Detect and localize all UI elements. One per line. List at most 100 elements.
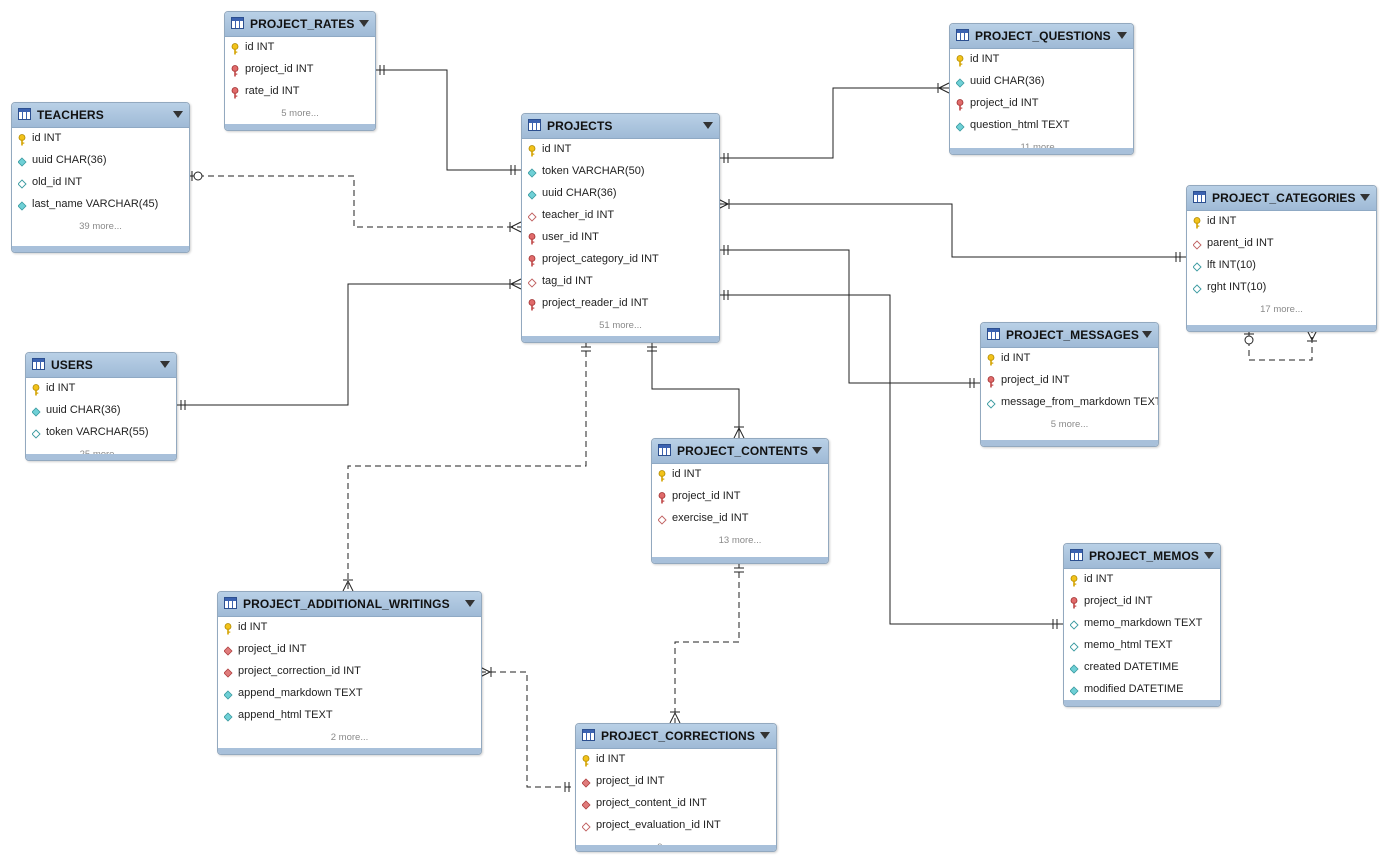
column-row[interactable]: exercise_id INT — [652, 508, 828, 530]
more-columns-link[interactable]: 17 more... — [1260, 304, 1303, 315]
column-row[interactable]: rate_id INT — [225, 81, 375, 103]
collapse-arrow-icon[interactable] — [359, 20, 369, 27]
entity-header[interactable]: PROJECT_ADDITIONAL_WRITINGS — [218, 592, 481, 617]
more-columns-link[interactable]: 39 more... — [79, 221, 122, 232]
column-row[interactable]: user_id INT — [522, 227, 719, 249]
collapse-arrow-icon[interactable] — [1117, 32, 1127, 39]
column-row[interactable]: created DATETIME — [1064, 657, 1220, 679]
collapse-arrow-icon[interactable] — [812, 447, 822, 454]
column-row[interactable]: id INT — [981, 348, 1158, 370]
entity-header[interactable]: USERS — [26, 353, 176, 378]
collapse-arrow-icon[interactable] — [160, 361, 170, 368]
column-row[interactable]: uuid CHAR(36) — [12, 150, 189, 172]
column-row[interactable]: id INT — [1064, 569, 1220, 591]
more-columns-link[interactable]: 13 more... — [718, 535, 762, 546]
column-row[interactable]: id INT — [950, 49, 1133, 71]
collapse-arrow-icon[interactable] — [1360, 194, 1370, 201]
column-row[interactable]: tag_id INT — [522, 271, 719, 293]
relationship-line — [651, 341, 740, 438]
column-row[interactable]: token VARCHAR(55) — [26, 422, 176, 444]
column-row[interactable]: project_id INT — [652, 486, 828, 508]
zero-mark — [193, 171, 203, 181]
more-columns-link[interactable]: 51 more... — [599, 320, 642, 331]
collapse-arrow-icon[interactable] — [703, 122, 713, 129]
column-row[interactable]: teacher_id INT — [522, 205, 719, 227]
entity-header[interactable]: PROJECT_CATEGORIES — [1187, 186, 1376, 211]
collapse-arrow-icon[interactable] — [1142, 331, 1152, 338]
column-row[interactable]: project_category_id INT — [522, 249, 719, 271]
column-row[interactable]: memo_html TEXT — [1064, 635, 1220, 657]
column-row[interactable]: id INT — [225, 37, 375, 59]
more-columns-link[interactable]: 2 more... — [330, 732, 369, 743]
column-row[interactable]: uuid CHAR(36) — [26, 400, 176, 422]
column-row[interactable]: append_markdown TEXT — [218, 683, 481, 705]
column-row[interactable]: id INT — [218, 617, 481, 639]
entity-header[interactable]: PROJECTS — [522, 114, 719, 139]
entity-title: PROJECT_CONTENTS — [677, 444, 808, 458]
column-row[interactable]: id INT — [12, 128, 189, 150]
column-label: user_id INT — [542, 231, 599, 243]
column-row[interactable]: project_id INT — [218, 639, 481, 661]
column-row[interactable]: id INT — [576, 749, 776, 771]
collapse-arrow-icon[interactable] — [760, 732, 770, 739]
entity-header[interactable]: PROJECT_QUESTIONS — [950, 24, 1133, 49]
column-row[interactable]: id INT — [1187, 211, 1376, 233]
column-row[interactable]: project_content_id INT — [576, 793, 776, 815]
entity-header[interactable]: PROJECT_CONTENTS — [652, 439, 828, 464]
entity-header[interactable]: PROJECT_MEMOS — [1064, 544, 1220, 569]
more-columns-link[interactable]: 5 more... — [1050, 419, 1089, 430]
more-columns-link[interactable]: 11 more... — [950, 137, 1133, 154]
column-row[interactable]: old_id INT — [12, 172, 189, 194]
primary-key-icon — [987, 353, 997, 366]
column-row[interactable]: lft INT(10) — [1187, 255, 1376, 277]
collapse-arrow-icon[interactable] — [465, 600, 475, 607]
column-label: created DATETIME — [1084, 661, 1179, 673]
column-label: uuid CHAR(36) — [970, 75, 1045, 87]
more-columns-link[interactable]: 5 more... — [281, 108, 319, 119]
collapse-arrow-icon[interactable] — [1204, 552, 1214, 559]
column-row[interactable]: project_reader_id INT — [522, 293, 719, 315]
column-row[interactable]: append_html TEXT — [218, 705, 481, 727]
column-row[interactable]: rght INT(10) — [1187, 277, 1376, 299]
column-label: uuid CHAR(36) — [46, 404, 121, 416]
column-row[interactable]: project_id INT — [950, 93, 1133, 115]
entity-header[interactable]: PROJECT_MESSAGES — [981, 323, 1158, 348]
column-row[interactable]: uuid CHAR(36) — [950, 71, 1133, 93]
column-row[interactable]: token VARCHAR(50) — [522, 161, 719, 183]
column-row[interactable]: project_id INT — [576, 771, 776, 793]
entity-header[interactable]: PROJECT_RATES — [225, 12, 375, 37]
column-row[interactable]: id INT — [522, 139, 719, 161]
column-row[interactable]: uuid CHAR(36) — [522, 183, 719, 205]
column-row[interactable]: parent_id INT — [1187, 233, 1376, 255]
entity-header[interactable]: TEACHERS — [12, 103, 189, 128]
column-row[interactable]: last_name VARCHAR(45) — [12, 194, 189, 216]
column-row[interactable]: question_html TEXT — [950, 115, 1133, 137]
column-row[interactable]: project_id INT — [1064, 591, 1220, 613]
relationship-rates-projects — [374, 65, 521, 175]
column-row[interactable]: id INT — [26, 378, 176, 400]
column-row[interactable]: id INT — [652, 464, 828, 486]
column-row[interactable]: project_id INT — [225, 59, 375, 81]
column-row[interactable]: project_correction_id INT — [218, 661, 481, 683]
column-row[interactable]: project_id INT — [981, 370, 1158, 392]
collapse-arrow-icon[interactable] — [173, 111, 183, 118]
relationship-teachers-projects — [188, 171, 522, 233]
column-row[interactable]: message_from_markdown TEXT — [981, 392, 1158, 414]
entity-header[interactable]: PROJECT_CORRECTIONS — [576, 724, 776, 749]
column-row[interactable]: memo_markdown TEXT — [1064, 613, 1220, 635]
column-row[interactable]: modified DATETIME — [1064, 679, 1220, 701]
column-row[interactable]: project_evaluation_id INT — [576, 815, 776, 837]
crowfoot-mark — [510, 221, 522, 228]
